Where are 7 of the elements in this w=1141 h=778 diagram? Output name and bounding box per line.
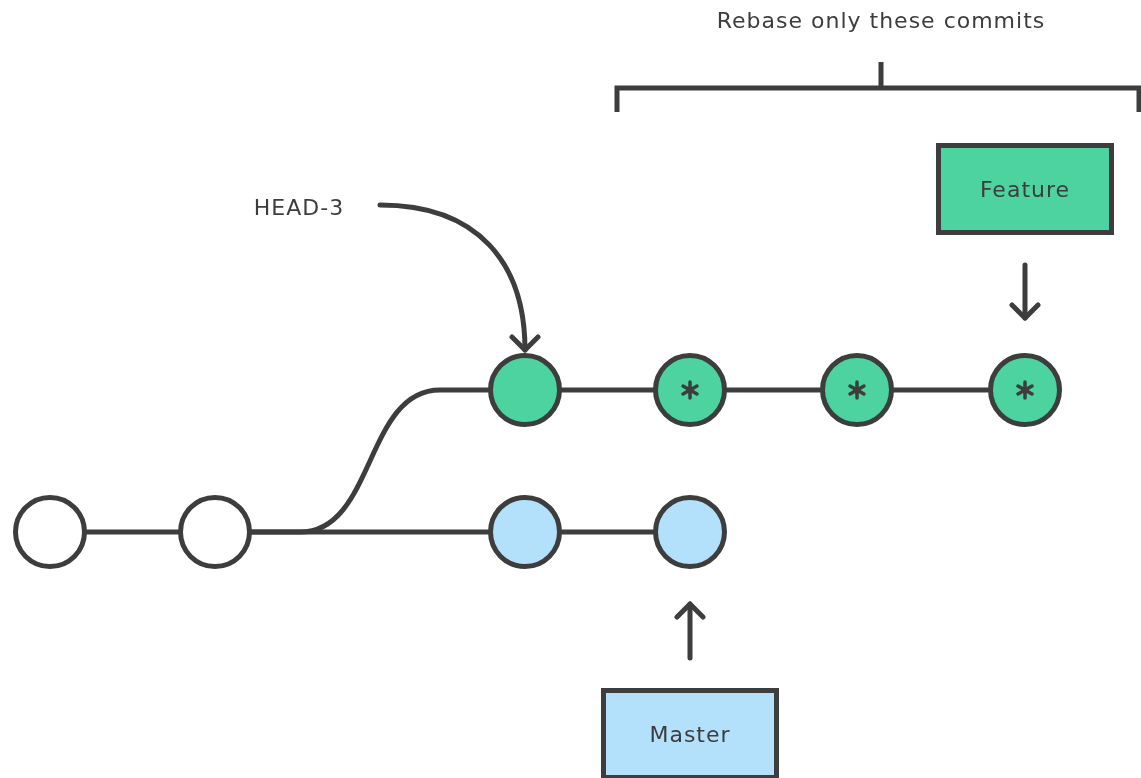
branch-label-box: Master (601, 688, 779, 778)
pointer-arrow (377, 202, 540, 353)
pointer-label: HEAD-3 (240, 190, 358, 224)
branch-label-box: Feature (936, 143, 1114, 235)
bracket-label: Rebase only these commits (716, 8, 1046, 33)
pointer-arrow (1009, 262, 1041, 321)
pointer-arrow (674, 601, 706, 661)
